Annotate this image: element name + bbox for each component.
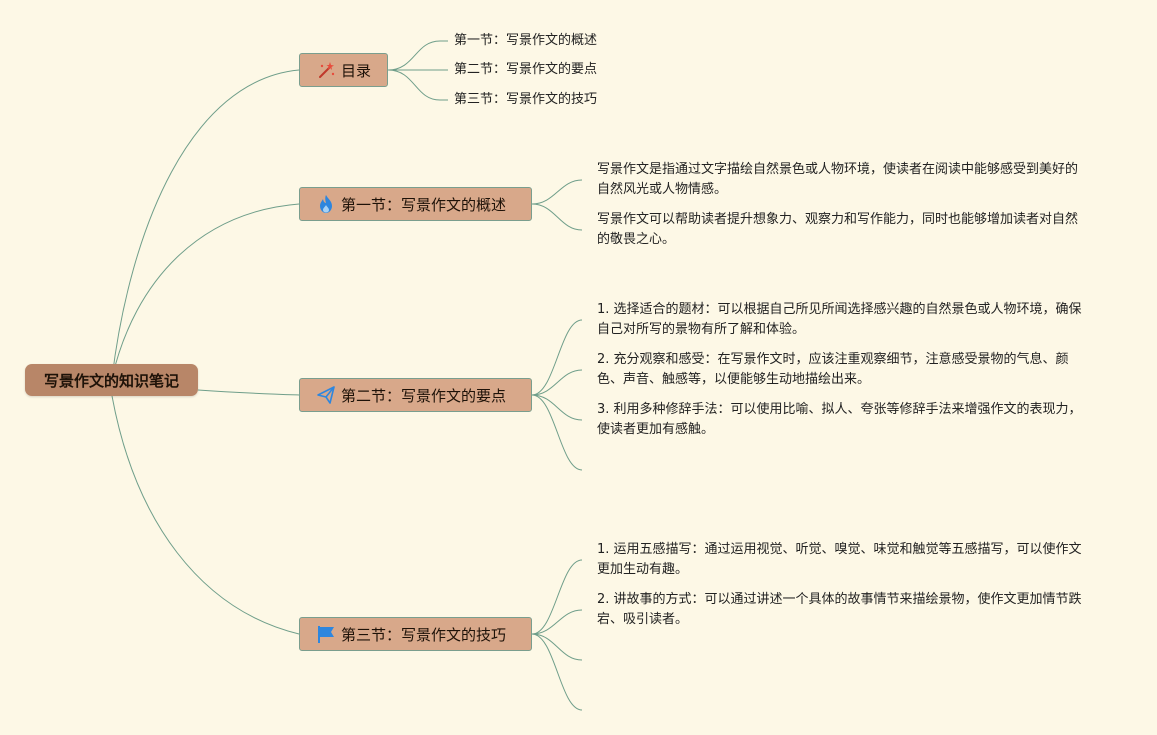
toc-item[interactable]: 第三节：写景作文的技巧 <box>454 92 598 107</box>
branch-section1[interactable]: 第一节：写景作文的概述 <box>299 187 532 221</box>
section2-leaf[interactable]: 3. 利用多种修辞手法：可以使用比喻、拟人、夸张等修辞手法来增强作文的表现力，使… <box>597 402 1082 437</box>
flame-icon <box>316 194 336 214</box>
branch-toc[interactable]: 目录 <box>299 53 388 87</box>
connector-root-toc <box>111 69 300 379</box>
branch-toc-label: 目录 <box>341 61 372 80</box>
section1-leaf[interactable]: 写景作文是指通过文字描绘自然景色或人物环境，使读者在阅读中能够感受到美好的自然风… <box>597 162 1079 197</box>
paper-plane-icon <box>316 385 336 405</box>
branch-section3[interactable]: 第三节：写景作文的技巧 <box>299 617 532 651</box>
branch-section1-label: 第一节：写景作文的概述 <box>341 195 507 214</box>
section3-leaf[interactable]: 2. 讲故事的方式：可以通过讲述一个具体的故事情节来描绘景物，使作文更加情节跌宕… <box>597 592 1082 627</box>
toc-item[interactable]: 第二节：写景作文的要点 <box>454 62 598 77</box>
section2-leaf[interactable]: 1. 选择适合的题材：可以根据自己所见所闻选择感兴趣的自然景色或人物环境，确保自… <box>597 302 1082 337</box>
connector-root-section1 <box>111 203 300 379</box>
section2-leaf[interactable]: 2. 充分观察和感受：在写景作文时，应该注重观察细节，注意感受景物的气息、颜色、… <box>597 352 1069 387</box>
section3-leaf[interactable]: 1. 运用五感描写：通过运用视觉、听觉、嗅觉、味觉和触觉等五感描写，可以使作文更… <box>597 542 1082 577</box>
root-node-label: 写景作文的知识笔记 <box>43 371 179 390</box>
magic-wand-icon <box>316 60 336 80</box>
branch-section3-label: 第三节：写景作文的技巧 <box>341 625 507 644</box>
flag-icon <box>316 624 336 644</box>
branch-section2-label: 第二节：写景作文的要点 <box>341 386 507 405</box>
connector-root-section2 <box>197 389 300 396</box>
connector-root-section3 <box>111 395 300 635</box>
branch-section2[interactable]: 第二节：写景作文的要点 <box>299 378 532 412</box>
section1-leaf[interactable]: 写景作文可以帮助读者提升想象力、观察力和写作能力，同时也能够增加读者对自然的敬畏… <box>597 212 1079 247</box>
root-node[interactable]: 写景作文的知识笔记 <box>25 364 198 396</box>
toc-item[interactable]: 第一节：写景作文的概述 <box>454 33 598 48</box>
